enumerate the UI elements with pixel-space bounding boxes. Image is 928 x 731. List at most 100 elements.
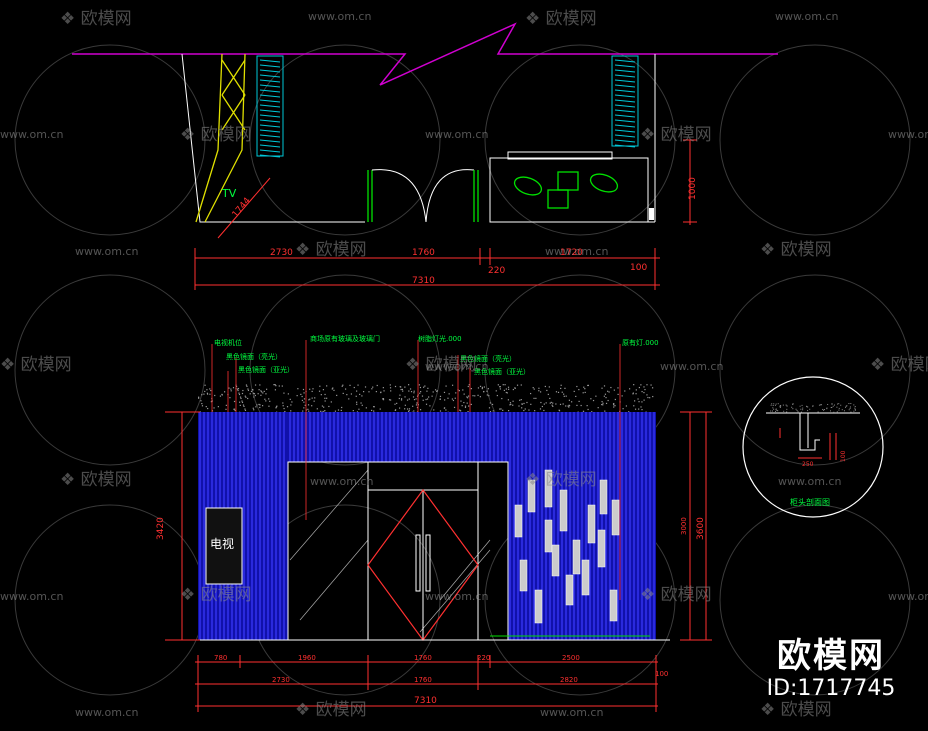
ceiling-dot <box>408 390 410 392</box>
ceiling-dot <box>358 408 360 410</box>
elev-left-height: 3420 <box>156 517 166 540</box>
detail-dot <box>773 408 775 410</box>
ceiling-dot <box>646 384 648 386</box>
ceiling-dot <box>241 400 243 402</box>
plan-dim-total: 7310 <box>412 276 435 286</box>
watermark-url: www.om.cn <box>0 128 63 141</box>
ceiling-dot <box>617 387 619 389</box>
detail-dot <box>834 404 836 406</box>
ceiling-dot <box>412 405 414 407</box>
plan-outline <box>181 53 365 223</box>
ceiling-dot <box>396 402 398 404</box>
ceiling-dot <box>638 386 641 389</box>
watermark-brand: ❖ 欧模网 <box>180 125 252 145</box>
glass-door <box>287 461 509 641</box>
ceiling-dot <box>309 398 311 400</box>
decor-block <box>559 489 568 532</box>
ceiling-dot <box>244 408 246 410</box>
ceiling-dot <box>352 410 354 412</box>
ceiling-dot <box>375 390 377 393</box>
ceiling-dot <box>505 391 507 394</box>
ceiling-dot <box>650 384 652 386</box>
ceiling-dot <box>548 386 550 388</box>
detail-dot <box>807 410 809 412</box>
detail-dot <box>786 405 788 407</box>
ceiling-dot <box>451 384 454 386</box>
ceiling-dot <box>259 404 261 406</box>
ceiling-dot <box>641 390 643 393</box>
ceiling-dot <box>303 407 305 409</box>
ceiling-dot <box>206 392 209 394</box>
ceiling-dot <box>443 407 445 409</box>
ceiling-dot <box>445 409 447 411</box>
ceiling-dot <box>236 388 239 390</box>
ceiling-dot <box>312 388 314 390</box>
ceiling-dot <box>379 408 381 410</box>
watermark-brand: ❖ 欧模网 <box>180 585 252 605</box>
detail-dot <box>785 404 787 406</box>
detail-dot <box>838 409 840 411</box>
ceiling-dot <box>408 398 410 400</box>
ceiling-dot <box>353 386 355 389</box>
ceiling-dot <box>355 395 357 397</box>
shelf-hatch-line <box>614 69 636 73</box>
ceiling-dot <box>330 401 332 403</box>
logo-id: ID:1717745 <box>766 676 896 701</box>
ceiling-dot <box>641 409 643 411</box>
ceiling-dot <box>342 384 344 386</box>
detail-dot <box>782 404 784 406</box>
ceiling-dot <box>234 409 236 412</box>
ceiling-dot <box>419 392 421 394</box>
ceiling-dot <box>371 388 373 390</box>
ceiling-dot <box>608 391 610 393</box>
logo-name: 欧模网 <box>777 636 885 676</box>
ceiling-dot <box>409 388 412 390</box>
ceiling-dot <box>209 388 211 390</box>
ceiling-dot <box>413 390 415 392</box>
ceiling-dot <box>408 384 410 386</box>
ceiling-dot <box>225 404 227 406</box>
ceiling-dot <box>500 408 502 410</box>
detail-dot <box>838 407 840 409</box>
ceiling-dot <box>213 407 215 409</box>
ceiling-dot <box>204 384 206 386</box>
detail-dot <box>850 411 852 413</box>
ceiling-dot <box>604 410 606 412</box>
ceiling-dot <box>563 395 565 397</box>
ceiling-dot <box>419 409 422 411</box>
ceiling-dot <box>529 392 532 395</box>
ceiling-dot <box>467 385 469 388</box>
ceiling-dot <box>436 390 439 392</box>
ceiling-dot <box>365 407 367 409</box>
detail-dot <box>783 410 785 412</box>
shelf-hatch-line <box>259 134 281 138</box>
ceiling-dot <box>467 395 470 397</box>
ceiling-dot <box>641 401 643 403</box>
decor-blocks <box>514 469 620 624</box>
ceiling-dot <box>607 390 609 392</box>
ceiling-dot <box>356 411 359 413</box>
ceiling-dot <box>479 396 481 398</box>
ceiling-dot <box>464 405 467 407</box>
watermark-url: www.om.cn <box>75 706 138 719</box>
ceiling-dot <box>263 390 265 393</box>
ceiling-dot <box>550 401 552 403</box>
ceiling-dot <box>274 384 276 386</box>
detail-dot <box>818 404 820 406</box>
ceiling-dot <box>622 408 624 410</box>
ceiling-dot <box>443 391 446 394</box>
detail-dot <box>796 409 798 411</box>
ceiling-dot <box>633 384 635 386</box>
shelf-hatch-line <box>614 89 636 93</box>
ceiling-dot <box>253 409 255 411</box>
detail-dot <box>773 403 775 405</box>
ceiling-dot <box>512 388 514 391</box>
ceiling-dot <box>434 389 437 391</box>
ceiling-dot <box>613 404 615 406</box>
ceiling-dot <box>318 390 321 392</box>
ceiling-dot <box>239 396 242 398</box>
ceiling-dot <box>301 399 304 402</box>
detail-dot <box>800 408 802 410</box>
ceiling-dot <box>510 403 512 406</box>
ceiling-dot <box>282 402 284 404</box>
